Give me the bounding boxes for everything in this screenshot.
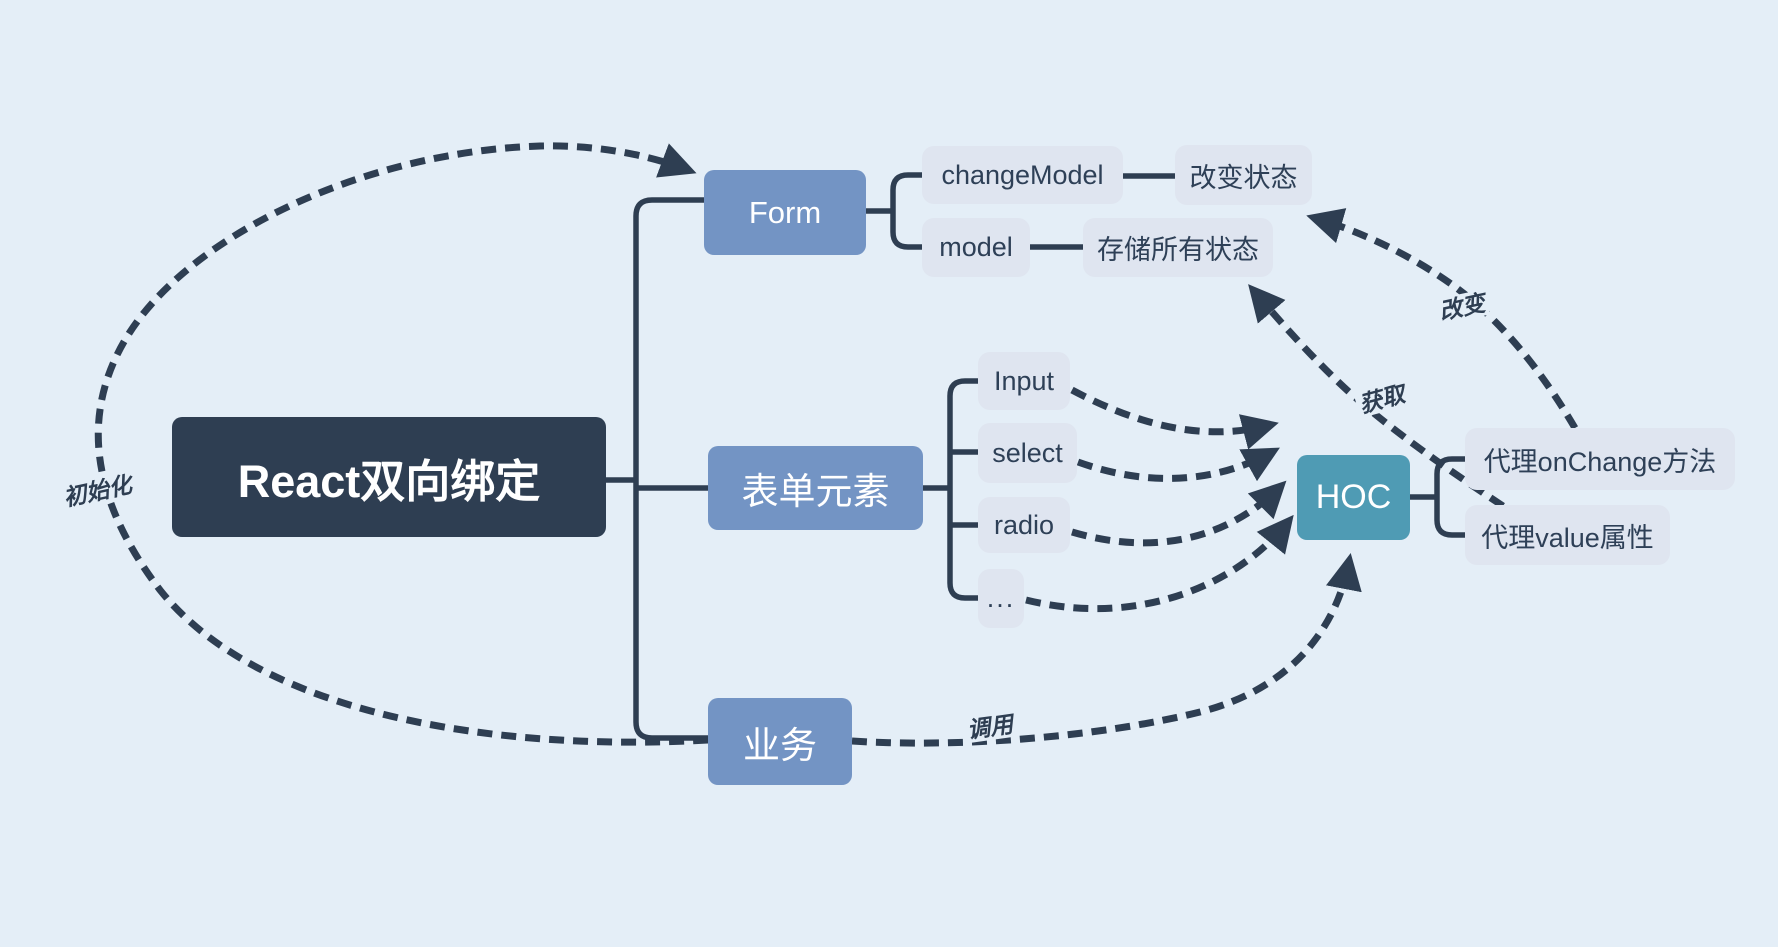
node-hoc[interactable]: HOC xyxy=(1297,455,1410,540)
edge-root-bracket xyxy=(633,197,708,741)
edge-hoc-bracket xyxy=(1410,456,1465,538)
edge-label-invoke[interactable]: 调用 xyxy=(962,710,1018,744)
edge-radio-hoc xyxy=(1071,480,1287,547)
edge-input-hoc xyxy=(1070,386,1279,450)
node-business[interactable]: 业务 xyxy=(708,698,852,785)
edge-label-initialize[interactable]: 初始化 xyxy=(58,470,137,512)
edge-select-hoc xyxy=(1076,447,1280,482)
node-select[interactable]: select xyxy=(978,423,1077,483)
node-input[interactable]: Input xyxy=(978,352,1070,410)
node-change-model[interactable]: changeModel xyxy=(922,146,1123,204)
node-radio[interactable]: radio xyxy=(978,497,1070,553)
edge-form-bracket xyxy=(866,172,922,250)
node-ellipsis[interactable]: ... xyxy=(978,569,1024,628)
node-proxy-value[interactable]: 代理value属性 xyxy=(1465,505,1670,565)
node-change-state[interactable]: 改变状态 xyxy=(1175,145,1312,205)
edge-form-elements-bracket xyxy=(923,378,978,601)
node-root[interactable]: React双向绑定 xyxy=(172,417,606,537)
edge-label-fetch[interactable]: 获取 xyxy=(1353,379,1411,419)
edge-invoke-curve xyxy=(851,553,1362,747)
node-proxy-onchange[interactable]: 代理onChange方法 xyxy=(1465,428,1735,490)
edge-label-change[interactable]: 改变 xyxy=(1433,288,1491,326)
node-store-all-state[interactable]: 存储所有状态 xyxy=(1083,218,1273,277)
node-model[interactable]: model xyxy=(922,218,1030,277)
node-form-elements[interactable]: 表单元素 xyxy=(708,446,923,530)
node-form[interactable]: Form xyxy=(704,170,866,255)
